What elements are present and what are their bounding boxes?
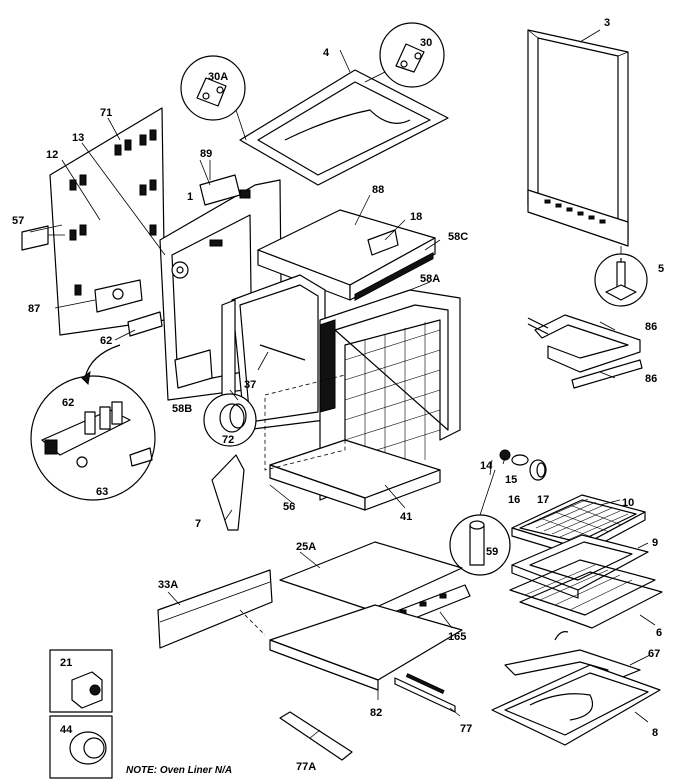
part-7-bracket	[211, 454, 245, 531]
label-10: 10	[622, 497, 634, 509]
parts-14-17-hardware	[499, 449, 547, 481]
label-77: 77	[460, 723, 472, 735]
label-57: 57	[12, 215, 24, 227]
part-6-oven-rack	[509, 559, 663, 641]
label-56: 56	[283, 501, 295, 513]
part-86-broil-element	[527, 314, 643, 389]
label-88: 88	[372, 184, 384, 196]
label-7: 7	[195, 518, 201, 530]
part-71-side-panel	[49, 107, 166, 336]
label-89: 89	[200, 148, 212, 160]
label-21: 21	[60, 657, 72, 669]
label-18: 18	[410, 211, 422, 223]
label-87: 87	[28, 303, 40, 315]
label-86-bottom: 86	[645, 373, 657, 385]
part-21-box	[49, 649, 113, 713]
label-30: 30	[420, 37, 432, 49]
part-5-leveling-leg	[594, 246, 648, 307]
label-4: 4	[323, 47, 330, 59]
part-9-broiler-pan	[511, 534, 649, 599]
label-41: 41	[400, 511, 412, 523]
part-77-rail	[394, 673, 456, 713]
callout-62-63	[30, 344, 156, 501]
label-59: 59	[486, 546, 498, 558]
label-58B: 58B	[172, 403, 192, 415]
label-16: 16	[508, 494, 520, 506]
label-9: 9	[652, 537, 658, 549]
callout-72	[203, 393, 257, 447]
callout-59	[449, 469, 511, 576]
part-62-terminal-block	[127, 311, 163, 337]
label-77A: 77A	[296, 761, 316, 773]
label-17: 17	[537, 494, 549, 506]
label-165: 165	[448, 631, 466, 643]
part-58B-side-liner	[221, 299, 236, 401]
label-15: 15	[505, 474, 517, 486]
part-labels: 3 4 30 30A 71 13 12 89 1 88 18 58C 57 5 …	[12, 17, 664, 776]
label-58A: 58A	[420, 273, 440, 285]
label-14: 14	[480, 460, 493, 472]
label-6: 6	[656, 627, 662, 639]
part-89-bracket	[199, 160, 241, 206]
label-3: 3	[604, 17, 610, 29]
part-8-oven-bottom	[491, 664, 661, 746]
part-57-bracket	[21, 225, 65, 251]
callout-30A	[180, 55, 247, 141]
leader-lines	[29, 117, 656, 739]
part-82-drawer-bottom	[269, 604, 463, 691]
label-71: 71	[100, 107, 112, 119]
part-3-oven-door	[527, 29, 629, 247]
label-8: 8	[652, 727, 658, 739]
label-1: 1	[187, 191, 193, 203]
label-12: 12	[46, 149, 58, 161]
label-30A: 30A	[208, 71, 228, 83]
label-33A: 33A	[158, 579, 178, 591]
part-44-box	[49, 715, 113, 779]
label-63: 63	[96, 486, 108, 498]
label-82: 82	[370, 707, 382, 719]
label-67: 67	[648, 648, 660, 660]
note-oven-liner: NOTE: Oven Liner N/A	[126, 765, 232, 776]
label-62-callout: 62	[62, 397, 74, 409]
part-37-rod	[257, 344, 306, 371]
label-5: 5	[658, 263, 664, 275]
part-77A-rail	[279, 711, 353, 761]
label-62-small: 62	[100, 335, 112, 347]
part-88-insulation-top	[257, 209, 436, 302]
label-44: 44	[60, 724, 73, 736]
label-13: 13	[72, 132, 84, 144]
part-18-bracket	[367, 229, 399, 256]
label-25A: 25A	[296, 541, 316, 553]
part-56-lower-insulation	[264, 374, 441, 511]
label-72: 72	[222, 434, 234, 446]
part-4-top-duct	[239, 49, 449, 186]
callout-30	[364, 22, 445, 88]
label-58C: 58C	[448, 231, 468, 243]
part-33A-panel	[157, 569, 273, 649]
part-87-bracket	[94, 279, 143, 313]
label-86-top: 86	[645, 321, 657, 333]
part-25A-panel	[279, 541, 463, 611]
label-37: 37	[244, 379, 256, 391]
